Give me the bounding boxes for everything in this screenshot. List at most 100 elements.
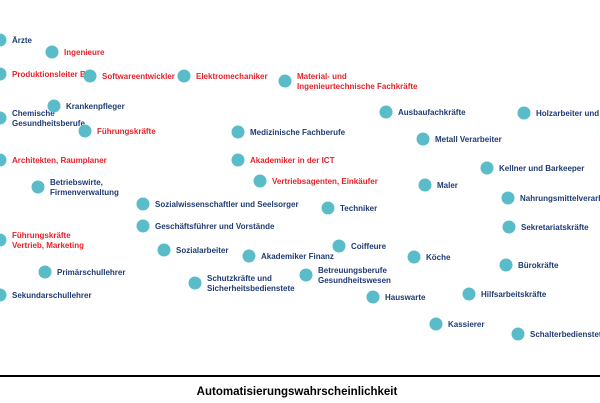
data-point: Akademiker Finanz <box>242 249 334 263</box>
point-label: Akademiker Finanz <box>261 252 334 261</box>
data-point: Metall Verarbeiter <box>416 132 502 146</box>
data-point: Techniker <box>321 201 377 215</box>
point-label: Primärschullehrer <box>57 268 125 277</box>
data-point: Coiffeure <box>332 239 387 253</box>
point-marker <box>379 105 393 119</box>
point-label: Geschäftsführer und Vorstände <box>155 222 275 231</box>
point-marker <box>416 132 430 146</box>
point-marker <box>157 243 171 257</box>
point-marker <box>0 33 7 47</box>
point-marker <box>511 327 525 341</box>
point-marker <box>136 219 150 233</box>
data-point: Sozialarbeiter <box>157 243 228 257</box>
point-marker <box>299 268 313 282</box>
data-point: Kellner und Barkeeper <box>480 161 584 175</box>
point-label: Sekretariatskräfte <box>521 223 589 232</box>
data-point: Vertriebsagenten, Einkäufer <box>253 174 378 188</box>
point-marker <box>45 45 59 59</box>
point-marker <box>83 69 97 83</box>
data-point: Geschäftsführer und Vorstände <box>136 219 275 233</box>
point-marker <box>366 290 380 304</box>
point-marker <box>501 191 515 205</box>
data-point: Hilfsarbeitskräfte <box>462 287 547 301</box>
point-label: Holzarbeiter und Möbelbauer <box>536 109 600 118</box>
data-point: Ingenieure <box>45 45 105 59</box>
point-label: Coiffeure <box>351 242 387 251</box>
point-marker <box>0 288 7 302</box>
data-point: Produktionsleiter Bau <box>0 67 95 81</box>
point-label: Führungskräfte <box>97 127 156 136</box>
data-point: Medizinische Fachberufe <box>231 125 346 139</box>
data-point: Akademiker in der ICT <box>231 153 335 167</box>
point-label: Sekundarschullehrer <box>12 291 92 300</box>
point-marker <box>253 174 267 188</box>
point-marker <box>429 317 443 331</box>
point-label: Akademiker in der ICT <box>250 156 335 165</box>
point-marker <box>407 250 421 264</box>
point-label: Vertriebsagenten, Einkäufer <box>272 177 378 186</box>
point-marker <box>502 220 516 234</box>
point-marker <box>78 124 92 138</box>
point-marker <box>0 67 7 81</box>
point-label: Ingenieure <box>64 48 105 57</box>
point-marker <box>332 239 346 253</box>
point-label: Metall Verarbeiter <box>435 135 502 144</box>
point-label: Architekten, Raumplaner <box>12 156 107 165</box>
point-label: Krankenpfleger <box>66 102 125 111</box>
data-point: Holzarbeiter und Möbelbauer <box>517 106 600 120</box>
data-point: Primärschullehrer <box>38 265 125 279</box>
point-marker <box>480 161 494 175</box>
point-marker <box>462 287 476 301</box>
point-label: Produktionsleiter Bau <box>12 70 95 79</box>
point-marker <box>47 99 61 113</box>
point-label: Hauswarte <box>385 293 426 302</box>
point-marker <box>188 276 202 290</box>
data-point: Schalterbedienstete <box>511 327 600 341</box>
data-point: Architekten, Raumplaner <box>0 153 107 167</box>
point-label: Kassierer <box>448 320 484 329</box>
point-marker <box>0 233 7 247</box>
point-marker <box>231 153 245 167</box>
point-marker <box>0 153 7 167</box>
point-marker <box>418 178 432 192</box>
point-marker <box>38 265 52 279</box>
point-marker <box>31 180 45 194</box>
data-point: Krankenpfleger <box>47 99 125 113</box>
point-label: Nahrungsmittelverarbeiter <box>520 194 600 203</box>
point-marker <box>278 74 292 88</box>
point-label: Ausbaufachkräfte <box>398 108 466 117</box>
point-label: Techniker <box>340 204 377 213</box>
data-point: Ausbaufachkräfte <box>379 105 466 119</box>
data-point: Führungskräfte <box>78 124 156 138</box>
data-point: Hauswarte <box>366 290 426 304</box>
data-point: Betriebswirte,Firmenverwaltung <box>31 178 119 197</box>
data-point: Softwareentwickler <box>83 69 175 83</box>
point-label: Kellner und Barkeeper <box>499 164 584 173</box>
point-marker <box>499 258 513 272</box>
point-label: Köche <box>426 253 451 262</box>
point-label: Medizinische Fachberufe <box>250 128 346 137</box>
point-marker <box>242 249 256 263</box>
point-marker <box>136 197 150 211</box>
point-label: Ärzte <box>12 36 33 45</box>
data-point: Sekundarschullehrer <box>0 288 92 302</box>
point-label: Bürokräfte <box>518 261 559 270</box>
data-point: Maler <box>418 178 458 192</box>
point-label: Sozialarbeiter <box>176 246 228 255</box>
point-label: Schalterbedienstete <box>530 330 600 339</box>
point-label: Maler <box>437 181 458 190</box>
x-axis-title: Automatisierungswahrscheinlichkeit <box>197 386 398 398</box>
point-marker <box>517 106 531 120</box>
point-label: Softwareentwickler <box>102 72 175 81</box>
